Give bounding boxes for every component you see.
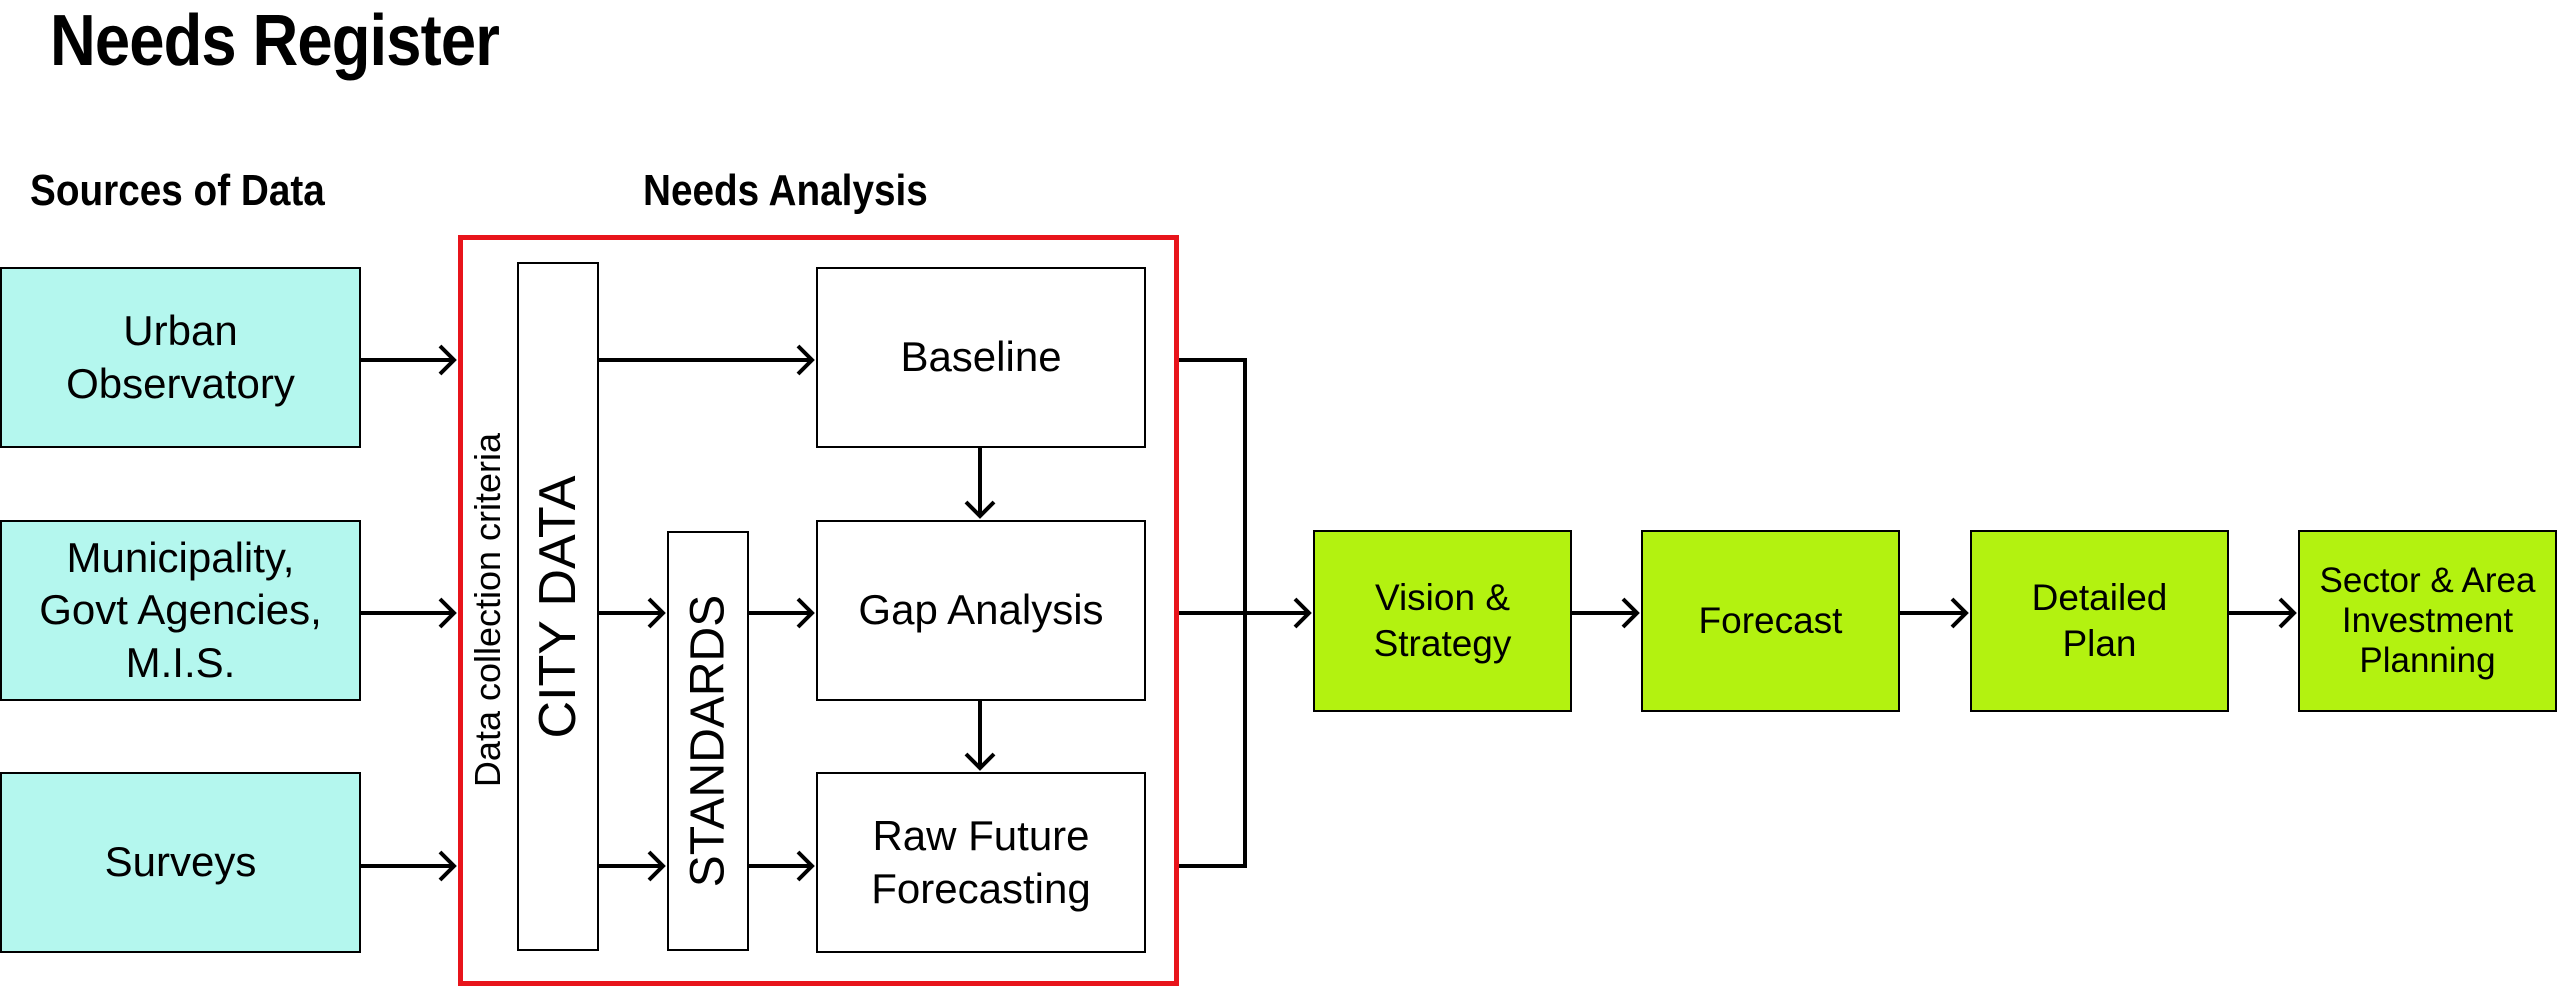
needs-analysis-heading: Needs Analysis	[643, 166, 928, 215]
arrowhead-down-gap	[964, 500, 996, 519]
page-title: Needs Register	[50, 1, 500, 81]
arrowhead-forecast	[1621, 597, 1640, 629]
source-municipality: Municipality, Govt Agencies, M.I.S.	[0, 520, 361, 701]
source-urban-observatory: Urban Observatory	[0, 267, 361, 448]
raw-future-forecasting-box: Raw Future Forecasting	[816, 772, 1146, 953]
baseline-box: Baseline	[816, 267, 1146, 448]
arrowhead-municipality	[438, 597, 457, 629]
city-data-box: CITY DATA	[517, 262, 599, 951]
arrowhead-gap	[796, 597, 815, 629]
arrowhead-standards-top	[647, 597, 666, 629]
standards-box: STANDARDS	[667, 531, 749, 951]
step-vision-strategy: Vision & Strategy	[1313, 530, 1572, 712]
needs-analysis-frame	[458, 235, 1179, 986]
arrowhead-raw	[796, 850, 815, 882]
step-forecast: Forecast	[1641, 530, 1900, 712]
arrowhead-baseline	[796, 344, 815, 376]
arrowhead-investment	[2278, 597, 2297, 629]
arrowhead-down-raw	[964, 752, 996, 771]
step-detailed-plan: Detailed Plan	[1970, 530, 2229, 712]
arrowhead-surveys	[438, 850, 457, 882]
sources-heading: Sources of Data	[30, 166, 325, 215]
arrowhead-vision	[1293, 597, 1312, 629]
arrowhead-plan	[1950, 597, 1969, 629]
gap-analysis-box: Gap Analysis	[816, 520, 1146, 701]
arrowhead-standards-bottom	[647, 850, 666, 882]
step-sector-area-planning: Sector & Area Investment Planning	[2298, 530, 2557, 712]
arrowhead-urban	[438, 344, 457, 376]
source-surveys: Surveys	[0, 772, 361, 953]
